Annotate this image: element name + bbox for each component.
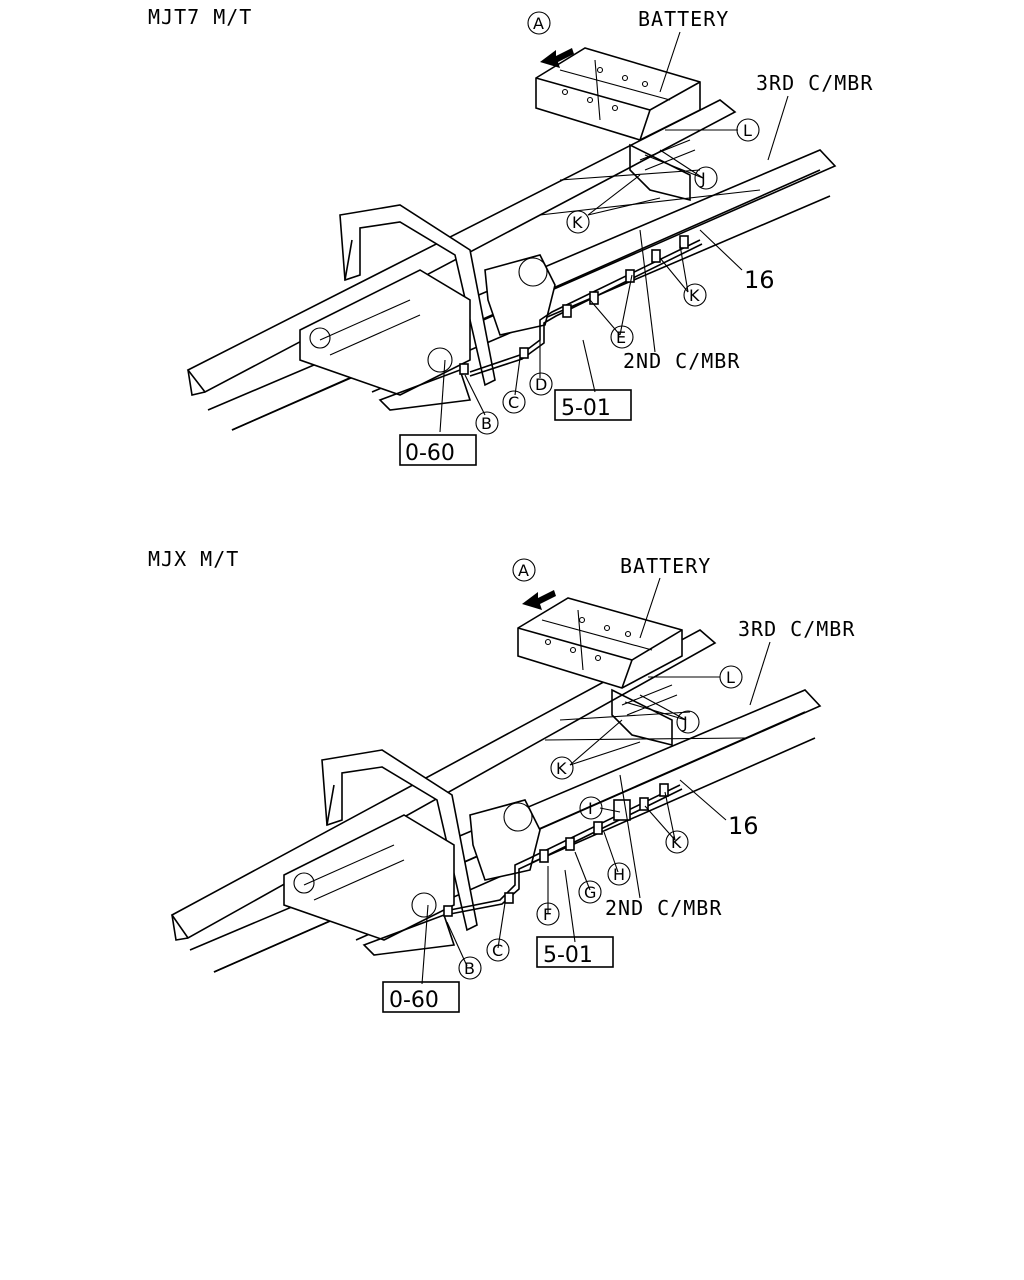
ref-box-0-60[interactable]: 0-60 xyxy=(399,434,477,466)
brake-pipe xyxy=(443,684,683,917)
svg-text:K: K xyxy=(572,213,583,232)
svg-text:H: H xyxy=(613,865,625,884)
battery-label: BATTERY xyxy=(638,7,729,31)
callout-j: J xyxy=(676,710,700,734)
engine-transmission xyxy=(299,254,556,411)
svg-text:J: J xyxy=(700,169,706,188)
callout-f: F xyxy=(536,902,560,926)
callout-a: A xyxy=(512,558,536,582)
second-cmbr-label: 2ND C/MBR xyxy=(605,896,722,920)
svg-text:K: K xyxy=(689,286,700,305)
ref-box-5-01[interactable]: 5-01 xyxy=(554,389,632,421)
callout-j: J xyxy=(694,166,718,190)
front-crossmember xyxy=(321,749,478,932)
svg-text:0-60: 0-60 xyxy=(389,988,439,1013)
third-cmbr-label: 3RD C/MBR xyxy=(756,71,873,95)
svg-text:C: C xyxy=(508,393,519,412)
callout-l: L xyxy=(736,118,760,142)
svg-text:G: G xyxy=(584,883,596,902)
svg-text:5-01: 5-01 xyxy=(561,396,611,421)
svg-text:K: K xyxy=(671,833,682,852)
ref-box-0-60[interactable]: 0-60 xyxy=(382,981,460,1013)
leader-lines xyxy=(421,577,771,985)
callout-h: H xyxy=(607,862,631,886)
svg-text:F: F xyxy=(543,905,552,924)
callout-a: A xyxy=(527,11,551,35)
callout-l: L xyxy=(719,665,743,689)
part-number: 16 xyxy=(728,812,759,840)
callout-b: B xyxy=(458,956,482,980)
svg-text:D: D xyxy=(535,375,547,394)
part-number: 16 xyxy=(744,266,775,294)
brake-pipe xyxy=(459,139,703,377)
battery-box xyxy=(517,590,683,689)
callout-k: K xyxy=(566,210,590,234)
svg-text:E: E xyxy=(616,328,626,347)
callout-g: G xyxy=(578,880,602,904)
svg-text:J: J xyxy=(682,713,688,732)
second-cmbr-label: 2ND C/MBR xyxy=(623,349,740,373)
diagram-mjt7: MJT7 M/T xyxy=(148,5,873,466)
callout-i: I xyxy=(579,796,603,820)
svg-text:A: A xyxy=(518,561,529,580)
diagram-title: MJT7 M/T xyxy=(148,5,252,29)
frame-rails xyxy=(170,629,822,973)
callout-e: E xyxy=(610,325,634,349)
front-crossmember xyxy=(339,204,496,387)
diagram-title: MJX M/T xyxy=(148,547,239,571)
svg-text:5-01: 5-01 xyxy=(543,943,593,968)
svg-text:0-60: 0-60 xyxy=(405,441,455,466)
arrow-icon xyxy=(540,48,574,68)
diagram-mjx: MJX M/T xyxy=(148,547,855,1013)
battery-box xyxy=(535,47,701,141)
battery-label: BATTERY xyxy=(620,554,711,578)
callout-b: B xyxy=(475,411,499,435)
callout-k: K xyxy=(550,756,574,780)
svg-text:L: L xyxy=(726,668,735,687)
callout-k: K xyxy=(683,283,707,307)
engine-transmission xyxy=(283,799,541,956)
callout-c: C xyxy=(486,938,510,962)
callout-c: C xyxy=(502,390,526,414)
ref-box-5-01[interactable]: 5-01 xyxy=(536,936,614,968)
svg-text:K: K xyxy=(556,759,567,778)
svg-text:C: C xyxy=(492,941,503,960)
svg-text:B: B xyxy=(464,959,475,978)
callout-d: D xyxy=(529,372,553,396)
callout-k: K xyxy=(665,830,689,854)
third-cmbr-label: 3RD C/MBR xyxy=(738,617,855,641)
svg-text:B: B xyxy=(481,414,492,433)
svg-text:I: I xyxy=(588,799,593,818)
arrow-icon xyxy=(522,590,556,610)
leader-lines xyxy=(439,31,789,433)
svg-text:L: L xyxy=(743,121,752,140)
svg-text:A: A xyxy=(533,14,544,33)
